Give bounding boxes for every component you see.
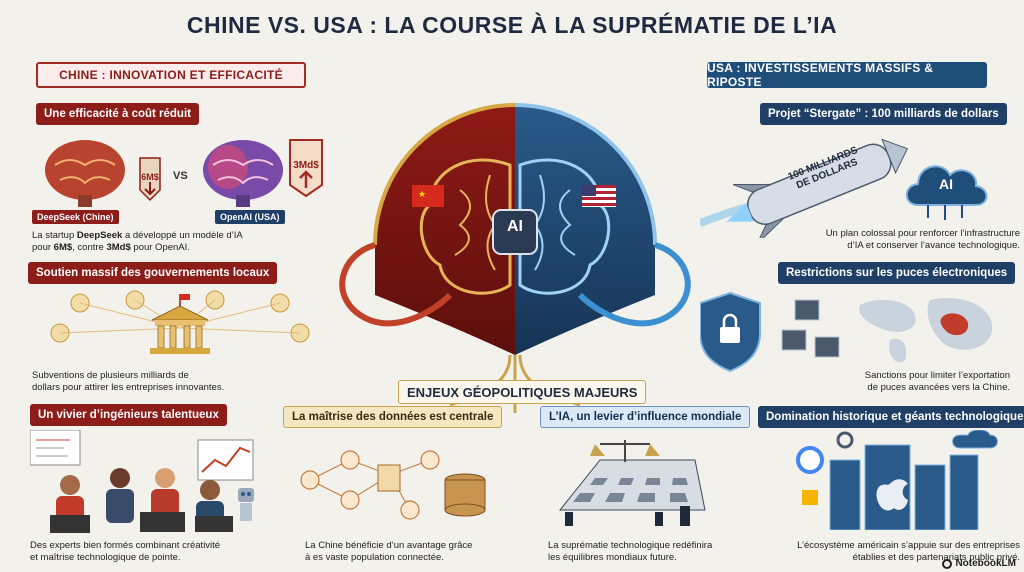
ai-cloud-label: AI [939,176,953,192]
label-data-mastery: La maîtrise des données est centrale [283,406,503,428]
label-chip-restrictions: Restrictions sur les puces électroniques [778,262,1016,284]
svg-text:★: ★ [418,190,426,200]
vs-text: VS [173,170,188,182]
label-geopolitical-stakes: ENJEUX GÉOPOLITIQUES MAJEURS [398,380,647,404]
tech-giants-skyline [796,430,998,530]
price-big-text: 3Md$ [293,160,319,171]
cost-description: La startup DeepSeek a développé un modèl… [32,230,243,253]
engineers-illustration [30,430,254,533]
label-gov-support: Soutien massif des gouvernements locaux [28,262,278,284]
label-tech-giants: Domination historique et géants technolo… [758,406,1024,428]
price-tag-big-icon [289,139,323,198]
openai-badge: OpenAI (USA) [215,210,285,224]
deepseek-badge: DeepSeek (Chine) [32,210,119,224]
page-title: CHINE VS. USA : LA COURSE À LA SUPRÉMATI… [186,12,838,38]
data-network-illustration [300,450,486,520]
brain-ai-label: AI [507,218,523,235]
talent-description: Des experts bien formés combinant créati… [30,540,221,563]
usa-header: USA : INVESTISSEMENTS MASSIFS & RIPOSTE [707,61,987,89]
price-tag-small-icon [139,157,161,202]
government-building-icon [50,290,310,354]
chessboard-illustration [558,440,706,526]
label-stargate-project: Projet “Stergate” : 100 milliards de dol… [760,103,1007,125]
ai-cloud-icon [905,165,988,220]
openai-brain-icon [203,140,283,207]
price-small-text: 6M$ [141,172,159,182]
china-header: CHINE : INNOVATION ET EFFICACITÉ [36,62,306,88]
deepseek-brain-icon [45,140,125,207]
central-brain-illustration: ★ [339,103,691,413]
label-cost-efficiency: Une efficacité à coût réduit [36,103,199,125]
label-talent-pool: Un vivier d’ingénieurs talentueux [30,404,227,426]
notebooklm-logo-icon [942,558,953,569]
chip-shield-illustration [700,291,993,373]
giants-description: L’écosystème américain s’appuie sur des … [797,540,1020,563]
notebooklm-watermark: NotebookLM [942,558,1016,569]
stargate-description: Un plan colossal pour renforcer l’infras… [825,228,1020,251]
label-global-influence: L’IA, un levier d’influence mondiale [540,406,751,428]
rocket-illustration [700,138,909,238]
